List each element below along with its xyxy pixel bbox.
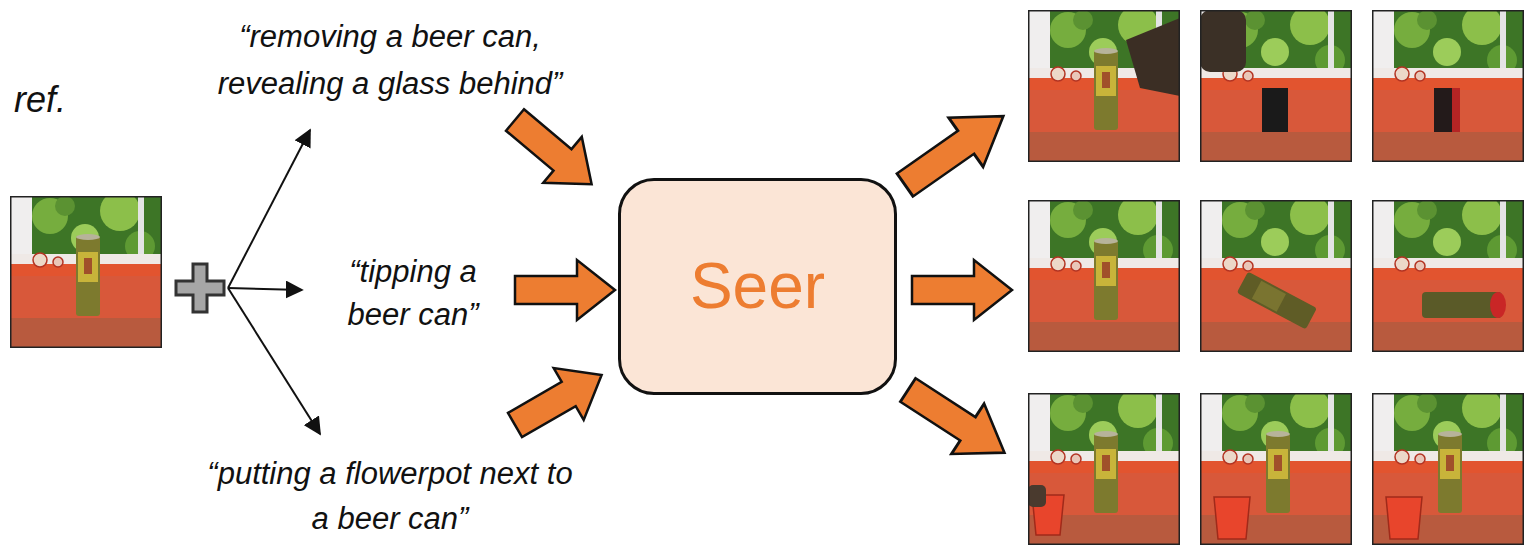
model-box: Seer (618, 178, 897, 395)
block-arrows (496, 92, 1021, 478)
video-frame (1028, 195, 1180, 352)
video-frame (1200, 195, 1352, 352)
reference-image (10, 191, 162, 348)
prompt-text: “removing a beer can, revealing a glass … (175, 14, 605, 107)
video-frame (1372, 195, 1524, 352)
model-name: Seer (690, 251, 825, 321)
branch-arrows (228, 130, 320, 434)
plus-symbol (176, 264, 224, 312)
video-frame (1028, 5, 1180, 162)
video-frame (1200, 388, 1352, 545)
reference-label: ref. (14, 78, 114, 121)
video-frame (1200, 5, 1352, 162)
prompt-text: “putting a flowerpot next to a beer can” (200, 452, 580, 542)
video-frame (1372, 5, 1524, 162)
prompt-text: “tipping a beer can” (318, 250, 508, 337)
video-frame (1028, 388, 1180, 545)
video-frame (1372, 388, 1524, 545)
